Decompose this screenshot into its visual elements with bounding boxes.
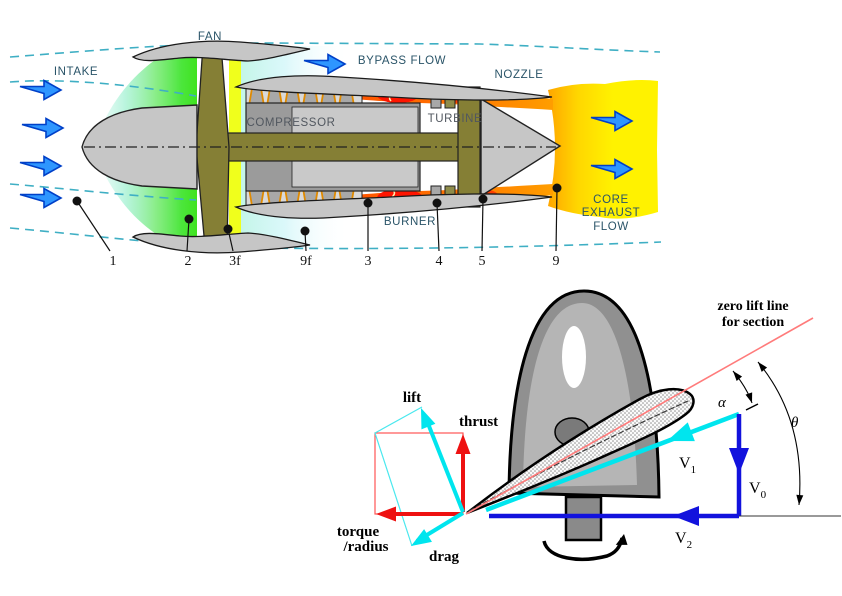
compressor-label: COMPRESSOR [246,117,335,129]
station-marker-5: 5 [478,194,488,269]
intake-flow-arrow [21,117,64,139]
rotation-arrow [542,534,628,561]
core-cowl-bottom [233,193,553,219]
lift-label: lift [403,390,421,406]
station-marker-3: 3 [363,198,373,269]
station-markers: 1 2 3f 9f 3 4 [72,183,562,269]
v0-label: V0 [749,480,767,501]
zero-lift-line [465,317,814,515]
svg-text:FLOW: FLOW [593,221,629,233]
zero-lift-line-label: zero lift line for section [717,299,788,330]
station-marker-2: 2 [184,214,194,269]
chord-line [468,400,689,512]
station-marker-9f: 9f [300,226,312,269]
exhaust-plume [548,80,658,219]
v2-label: V2 [675,530,692,551]
turbine-label: TURBINE [428,113,483,125]
fan-cowl-top [131,40,311,62]
station-label: 4 [436,254,443,269]
thrust-label: thrust [459,414,498,430]
station-label: 2 [185,254,192,269]
streamline [9,42,661,58]
v1-label: V1 [679,455,696,476]
burner-label: BURNER [384,216,436,228]
lift-vector [421,408,465,513]
theta-label: θ [791,415,799,431]
bypass-flow-label: BYPASS FLOW [358,55,446,67]
core-exhaust-flow-label: CORE EXHAUST FLOW [582,194,641,233]
streamline [9,183,197,201]
station-marker-9: 9 [552,183,562,269]
station-label: 3f [229,254,241,269]
station-label: 3 [365,254,372,269]
nozzle-label: NOZZLE [495,69,544,81]
propeller-blade-diagram: zero lift line for section lift thrust t… [337,289,841,565]
v2-arrowhead [673,506,699,526]
svg-text:for section: for section [722,315,785,330]
theta-angle-arc [757,361,804,506]
alpha-angle-arc [732,370,759,411]
fan-blade [195,44,230,248]
torque-vector [376,506,461,522]
svg-text:zero lift line: zero lift line [717,299,788,314]
station-label: 1 [110,254,117,269]
svg-text:CORE: CORE [593,194,629,206]
intake-flow-arrow [19,79,62,101]
dome-highlight [562,326,586,388]
intake-label: INTAKE [54,66,98,78]
svg-text:/radius: /radius [342,539,388,555]
station-label: 5 [479,254,486,269]
v1-arrowhead [667,422,695,442]
compressor-drum [245,102,421,192]
thrust-vector [455,434,471,512]
turbofan-diagram: INTAKE FAN BYPASS FLOW NOZZLE COMPRESSOR… [9,31,662,269]
propeller-hub [564,495,603,542]
fan-label: FAN [198,31,222,43]
svg-text:EXHAUST: EXHAUST [582,207,641,219]
streamline [9,227,662,250]
alpha-label: α [718,395,727,411]
svg-text:torque: torque [337,524,380,540]
drag-label: drag [429,549,460,565]
torque-radius-label: torque /radius [337,524,389,555]
station-label: 9 [553,254,560,269]
drag-vector [411,511,465,546]
intake-flow-arrow [19,187,62,209]
core-cowl-top [233,75,553,101]
v1-vector-line [485,411,740,513]
intake-flow-arrow [19,155,62,177]
streamlines [9,42,662,250]
station-marker-1: 1 [72,196,117,269]
station-marker-4: 4 [432,198,443,269]
v0-arrowhead [729,448,749,474]
fan-cowl-bottom [131,232,311,254]
station-marker-3f: 3f [223,224,241,269]
station-label: 9f [300,254,312,269]
streamline [9,79,197,97]
lift-drag-parallelogram [374,406,423,547]
